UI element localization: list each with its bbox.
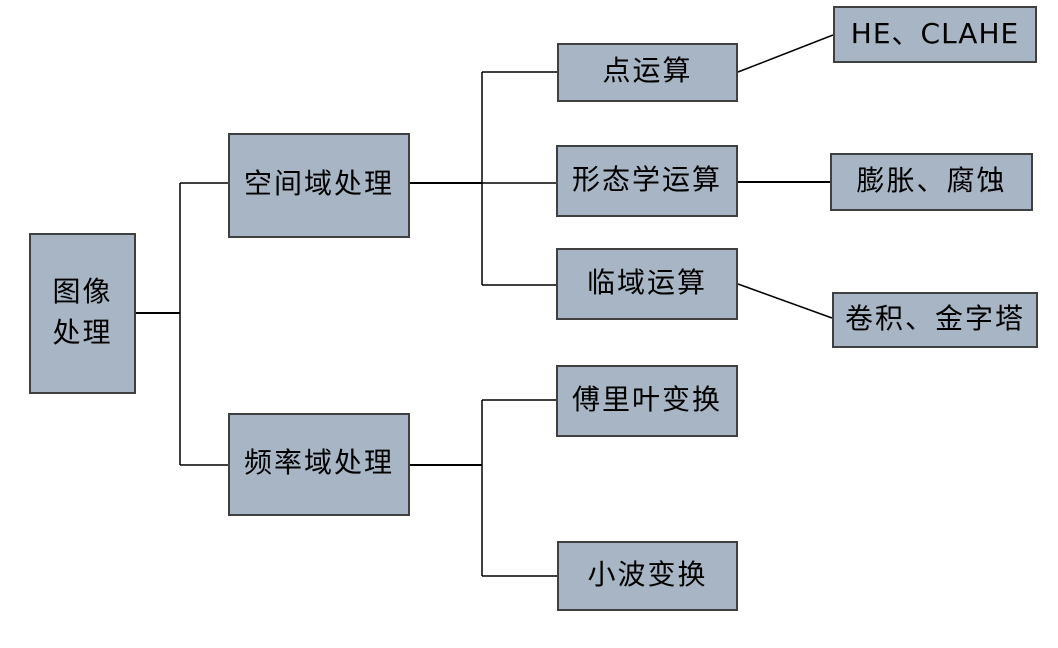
node-wavelet-transform: 小波变换	[557, 541, 738, 611]
node-morphology-operation: 形态学运算	[556, 145, 738, 217]
connector-neighborhood-to-convolution-pyramid	[737, 283, 833, 319]
node-fourier-transform: 傅里叶变换	[556, 365, 738, 437]
node-point-operation: 点运算	[557, 43, 738, 102]
connector-point-op-to-he-clahe	[737, 34, 834, 73]
node-dilation-erosion: 膨胀、腐蚀	[830, 153, 1033, 211]
node-spatial-domain: 空间域处理	[228, 133, 410, 238]
node-image-processing: 图像 处理	[29, 233, 136, 394]
node-neighborhood-operation: 临域运算	[556, 248, 738, 320]
node-he-clahe: HE、CLAHE	[833, 6, 1037, 63]
node-convolution-pyramid: 卷积、金字塔	[832, 292, 1038, 348]
node-frequency-domain: 频率域处理	[228, 413, 410, 516]
